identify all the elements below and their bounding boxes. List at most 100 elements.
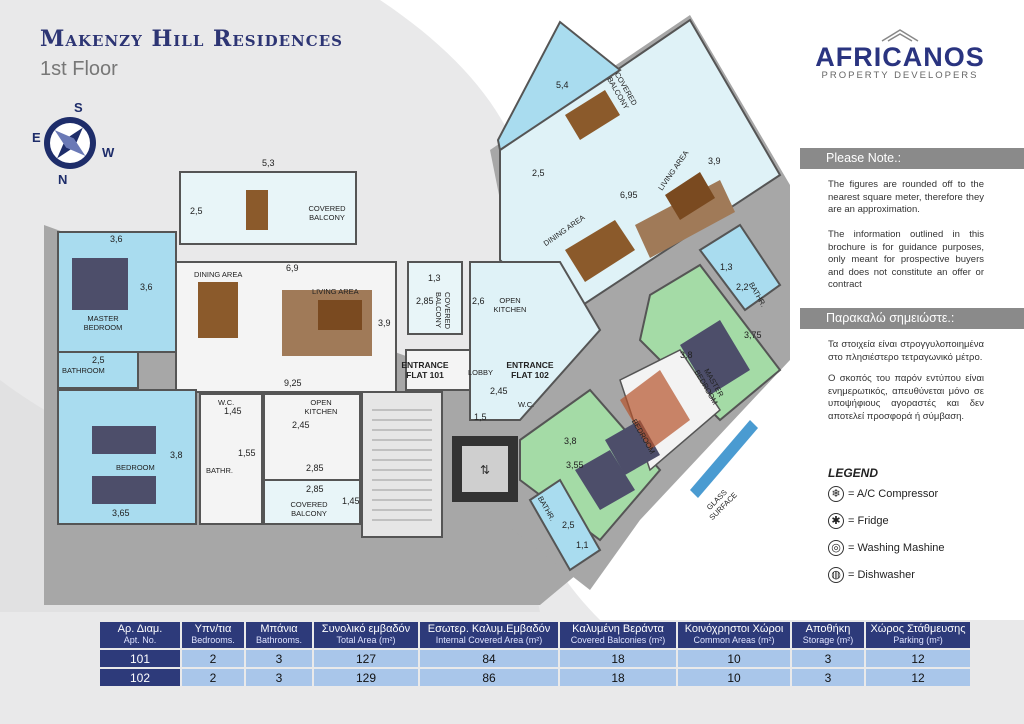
header-gr: Κοινόχρηστοι Χώροι xyxy=(684,623,784,635)
flat102-bath-floor xyxy=(698,223,782,312)
header-gr: Αποθήκη xyxy=(805,623,851,635)
table-cell: 127 xyxy=(314,650,418,667)
flat102-kitchen-floor xyxy=(469,261,602,421)
dimension: 2,5 xyxy=(92,355,105,365)
dimension: 2,5 xyxy=(532,168,545,178)
elevator-car xyxy=(462,446,508,492)
dimension: 1,3 xyxy=(428,273,441,283)
dimension: 3,8 xyxy=(680,350,693,360)
note-gr-p2: Ο σκοπός του παρόν εντύπου είναι ενημερω… xyxy=(828,373,984,422)
dimension: 1,3 xyxy=(720,262,733,272)
table-cell: 102 xyxy=(100,669,180,686)
room-label-master-bedroom: MASTER BEDROOM xyxy=(83,314,123,332)
dimension: 3,65 xyxy=(112,508,130,518)
table-cell: 10 xyxy=(678,669,790,686)
covered-balcony-3-floor xyxy=(407,261,463,335)
table-cell: 2 xyxy=(182,669,244,686)
header-gr: Εσωτερ. Καλυμ.Εμβαδόν xyxy=(427,623,551,635)
lobby-label: LOBBY xyxy=(468,368,494,377)
legend-item: ◍ = Dishwasher xyxy=(828,567,915,583)
dimension: 1,1 xyxy=(576,540,589,550)
room-label-covered-balcony: COVERED BALCONY xyxy=(308,204,346,222)
svg-text:⇅: ⇅ xyxy=(480,463,490,477)
table-cell: 129 xyxy=(314,669,418,686)
entrance-flat-101: ENTRANCE FLAT 101 xyxy=(401,360,449,380)
wardrobe xyxy=(620,370,690,450)
room-label-bathr: BATHR. xyxy=(206,466,233,475)
legend-item: ✱ = Fridge xyxy=(828,513,889,529)
dimension: 2,5 xyxy=(190,206,203,216)
bed xyxy=(680,320,750,395)
flat102-bath2-floor xyxy=(528,478,602,572)
dimension: 1,55 xyxy=(238,448,256,458)
dimension: 5,3 xyxy=(262,158,275,168)
room-label-covered-balcony-2: COVERED BALCONY xyxy=(290,500,328,518)
flat102-living-floor xyxy=(499,18,782,322)
table-row: 102 2 3 129 86 18 10 3 12 xyxy=(100,669,970,686)
dimension: 2,5 xyxy=(562,520,575,530)
header-en: Bathrooms. xyxy=(255,635,303,645)
room-label-wc-102: W.C. xyxy=(518,400,535,409)
dining-table xyxy=(198,282,238,338)
bed xyxy=(92,426,156,454)
note-en-p1: The figures are rounded off to the neare… xyxy=(828,179,984,215)
table-cell: 2 xyxy=(182,650,244,667)
table-cell: 86 xyxy=(420,669,558,686)
table-cell: 101 xyxy=(100,650,180,667)
room-label-covered-balcony-3: COVERED BALCONY xyxy=(434,292,452,330)
dimension: 6,95 xyxy=(620,190,638,200)
table-cell: 12 xyxy=(866,669,970,686)
dimension: 2,6 xyxy=(472,296,485,306)
coffee-table xyxy=(665,172,715,220)
legend-item: ◎ = Washing Mashine xyxy=(828,540,945,556)
stairs xyxy=(361,391,443,538)
legend-label: = Fridge xyxy=(848,515,889,527)
header-en: Total Area (m²) xyxy=(336,635,396,645)
dining-table xyxy=(565,220,635,282)
table-cell: 12 xyxy=(866,650,970,667)
header-en: Internal Covered Area (m²) xyxy=(435,635,543,645)
room-label-dining-area: DINING AREA xyxy=(194,270,243,279)
header-gr: Καλυμένη Βεράντα xyxy=(572,623,664,635)
dimension: 3,6 xyxy=(110,234,123,244)
compass-north: N xyxy=(58,172,68,187)
note-gr-p1: Τα στοιχεία είναι στρογγυλοποιημένα στο … xyxy=(828,339,984,363)
dishwasher-icon: ◍ xyxy=(828,567,844,583)
room-label-bathroom: BATHROOM xyxy=(62,366,105,375)
compass-icon xyxy=(44,117,96,169)
dimension: 1,5 xyxy=(474,412,487,422)
dimension: 2,85 xyxy=(306,463,324,473)
header-gr: Συνολικό εμβαδόν xyxy=(321,623,411,635)
dimension: 3,55 xyxy=(566,460,584,470)
room-label-living-area: LIVING AREA xyxy=(312,287,359,296)
glass-surface xyxy=(690,420,758,498)
header-en: Covered Balconies (m²) xyxy=(570,635,666,645)
dimension: 1,45 xyxy=(224,406,242,416)
flat102-balcony-floor xyxy=(496,20,622,152)
roof-logo-icon xyxy=(881,29,919,42)
dimension: 3,9 xyxy=(378,318,391,328)
compass-east: E xyxy=(32,130,41,145)
bathroom-floor xyxy=(57,351,139,389)
room-label-open-kitchen-102: OPEN KITCHEN xyxy=(493,296,527,314)
dimension: 2,85 xyxy=(416,296,434,306)
dimension: 2,2 xyxy=(736,282,749,292)
table-cell: 3 xyxy=(792,669,864,686)
bed xyxy=(575,450,635,510)
table-cell: 10 xyxy=(678,650,790,667)
room-label-open-kitchen: OPEN KITCHEN xyxy=(304,398,338,416)
logo-name: Africanos xyxy=(815,42,985,72)
dimension: 3,9 xyxy=(708,156,721,166)
dimension: 2,45 xyxy=(490,386,508,396)
covered-balcony-2-floor xyxy=(263,479,361,525)
dimension: 3,6 xyxy=(140,282,153,292)
note-en-p2: The information outlined in this brochur… xyxy=(828,229,984,290)
header-gr: Αρ. Διαμ. xyxy=(117,623,163,635)
table-cell: 3 xyxy=(246,650,312,667)
bed xyxy=(92,476,156,504)
room-label-bedroom: BEDROOM xyxy=(116,463,155,472)
